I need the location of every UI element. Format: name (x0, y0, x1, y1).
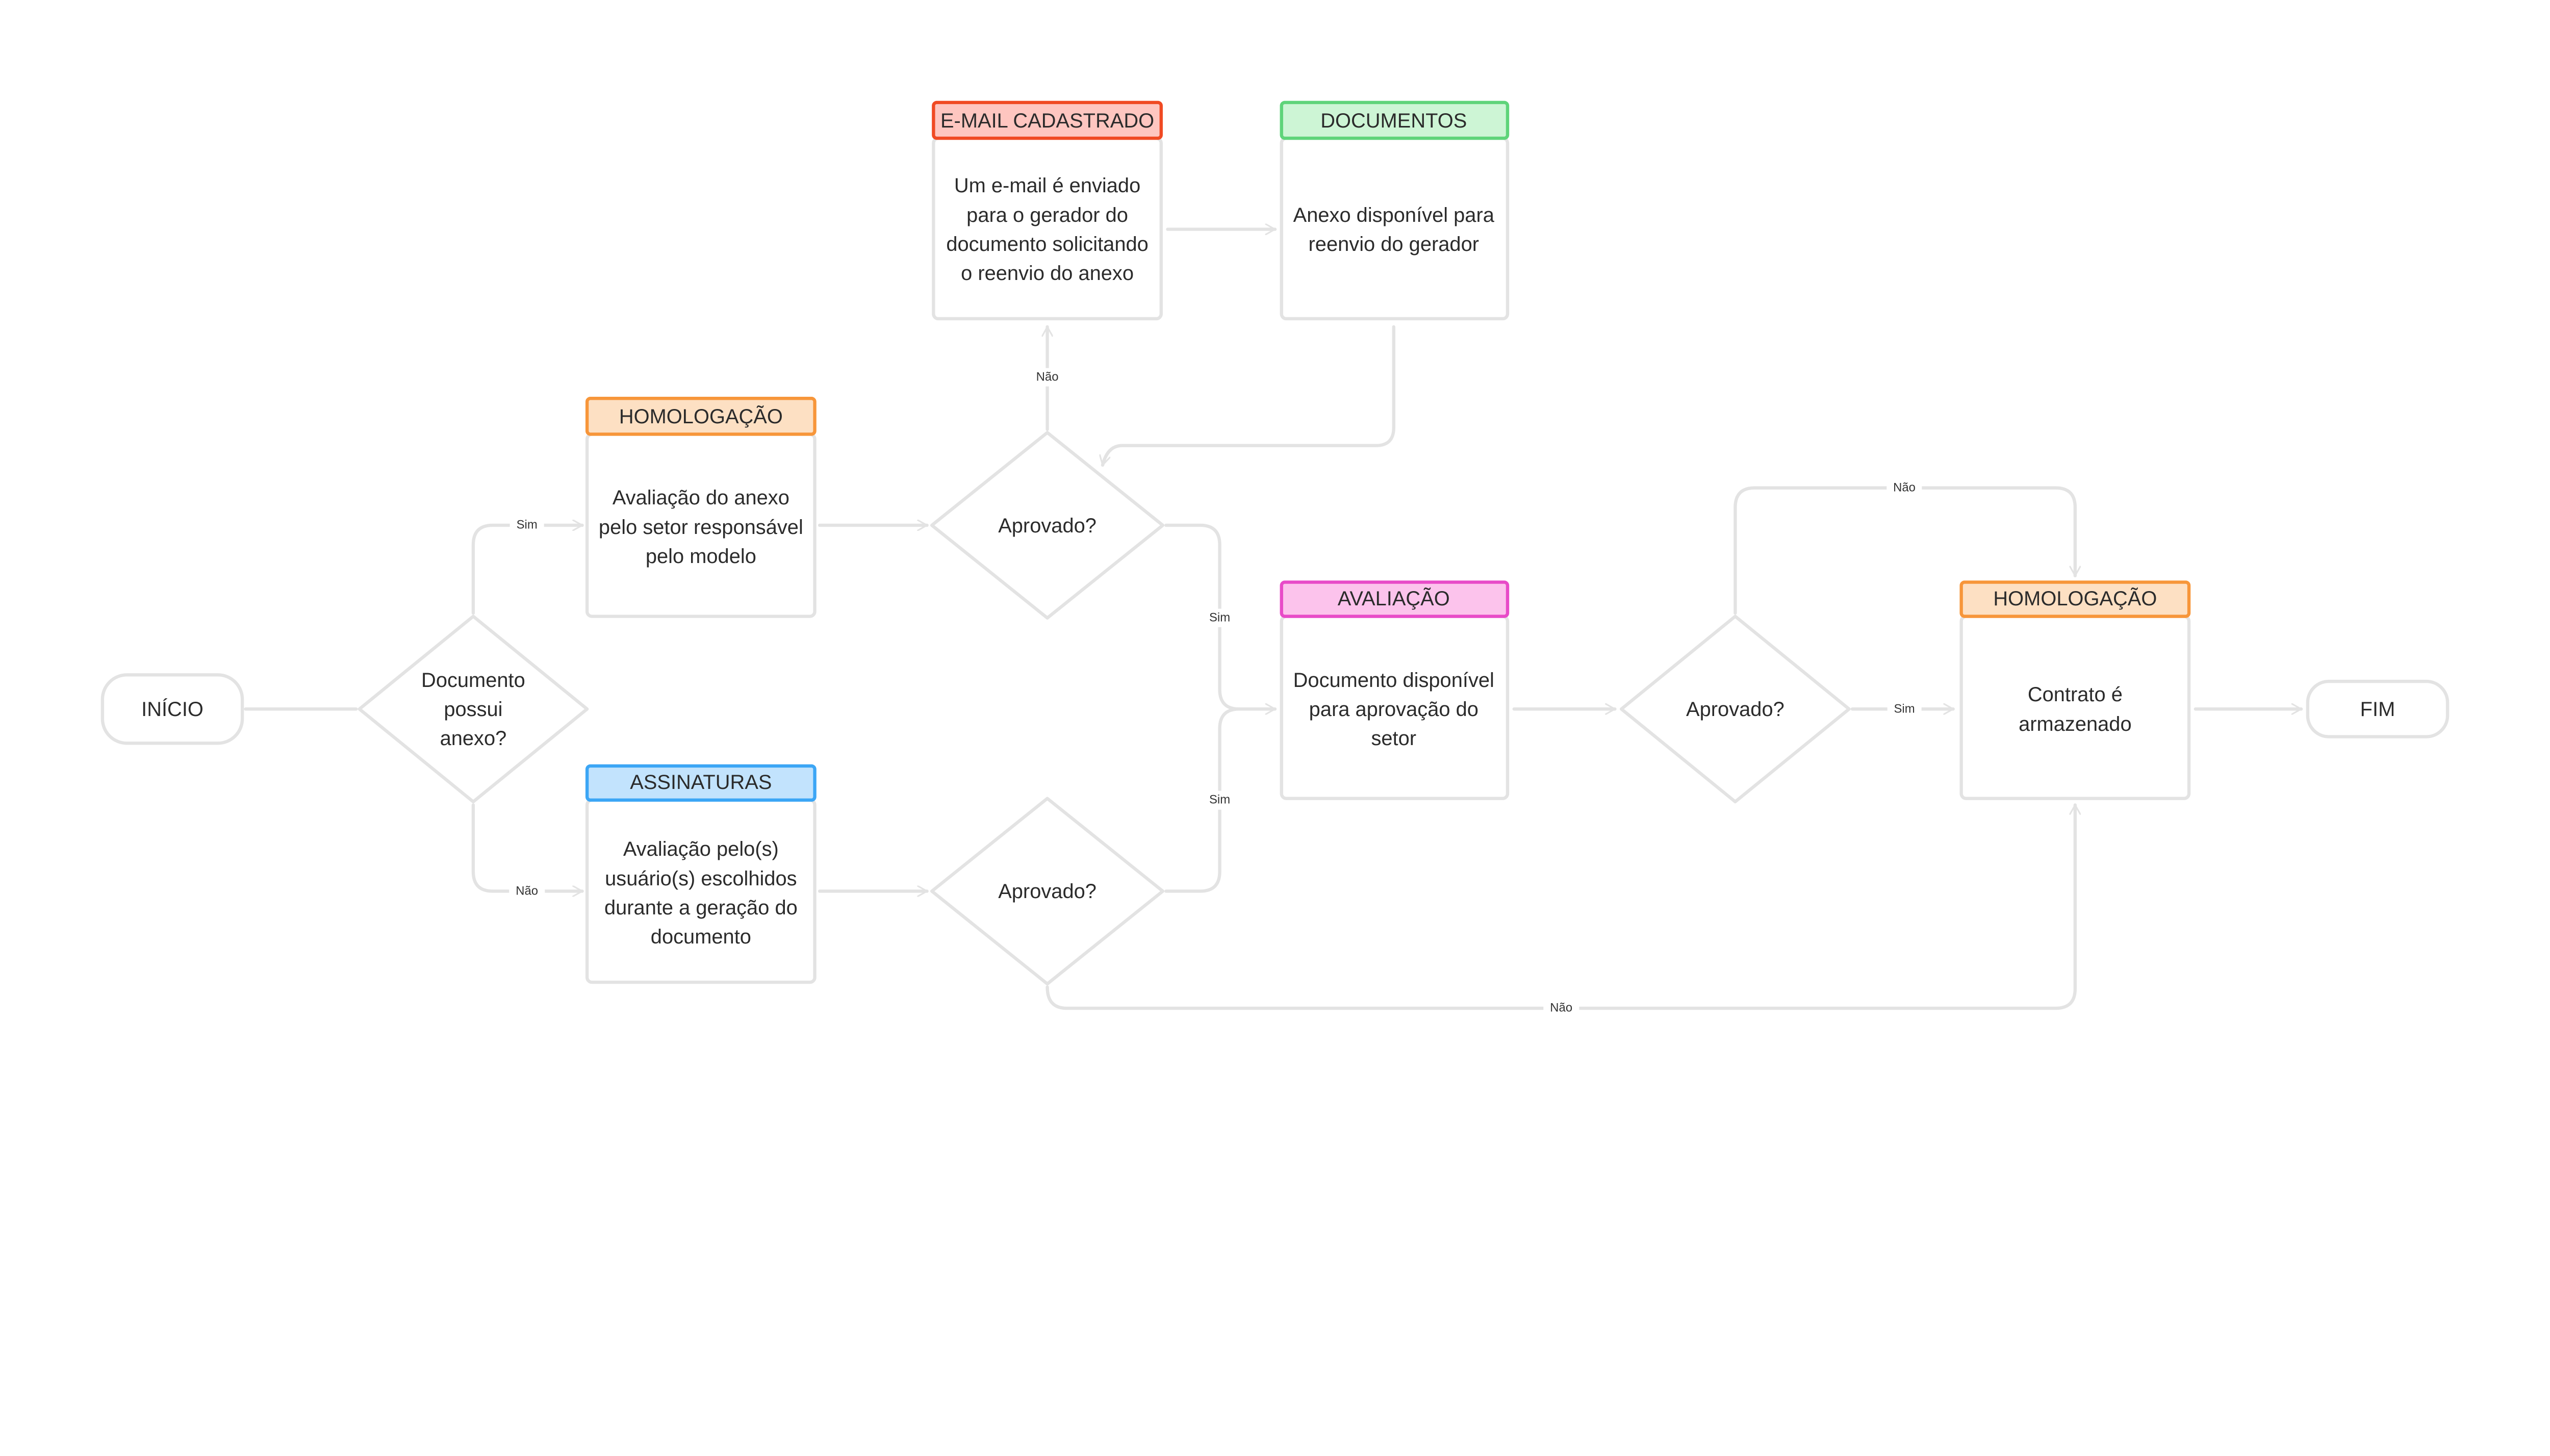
start-node[interactable] (100, 673, 244, 745)
process-documentos[interactable] (1280, 136, 1510, 321)
body-line: Documento disponível (1293, 669, 1494, 692)
edge-label-aprovado3-nao: Não (1886, 478, 1922, 497)
end-label: FIM (2360, 698, 2395, 721)
body-line: Anexo disponível para (1293, 203, 1494, 226)
header-label: ASSINATURAS (630, 771, 772, 794)
decision-text-line: anexo? (440, 727, 507, 750)
decision-documento-possui-anexo[interactable] (358, 615, 589, 804)
decision-text: Aprovado? (998, 514, 1096, 537)
header-label: E-MAIL CADASTRADO (940, 109, 1155, 132)
header-label: AVALIAÇÃO (1337, 587, 1450, 610)
body-line: para aprovação do (1309, 698, 1478, 721)
end-node[interactable] (2306, 679, 2450, 738)
body-line: Avaliação do anexo (612, 487, 789, 509)
header-label: HOMOLOGAÇÃO (1993, 587, 2157, 610)
process-assinaturas[interactable] (585, 798, 817, 984)
body-line: pelo setor responsável (598, 516, 803, 539)
edge-label-anexo-nao: Não (509, 882, 545, 901)
header-assinaturas (585, 764, 817, 802)
decision-text-line: possui (444, 698, 503, 721)
process-homologacao-2[interactable] (1959, 615, 2191, 800)
edge-anexo-sim (471, 525, 584, 615)
edge-label-aprovado3-sim: Sim (1887, 699, 1922, 719)
decision-text-line: Documento (421, 669, 525, 692)
body-line: setor (1371, 727, 1417, 750)
body-line: documento (650, 926, 751, 949)
edge-aprovado2-sim (1164, 707, 1241, 893)
body-line: Avaliação pelo(s) (623, 838, 779, 861)
body-line: pelo modelo (645, 545, 756, 568)
decision-aprovado-2[interactable] (930, 797, 1165, 986)
header-label: HOMOLOGAÇÃO (619, 405, 783, 428)
decision-aprovado-3[interactable] (1620, 615, 1851, 804)
flowchart-shapes (100, 100, 2450, 1010)
body-line: durante a geração do (604, 896, 798, 919)
body-line: Contrato é (2027, 683, 2123, 706)
header-homologacao (1959, 580, 2191, 618)
edge-label-aprovado2-nao: Não (1543, 999, 1579, 1018)
header-email (932, 100, 1163, 140)
body-line: o reenvio do anexo (961, 262, 1134, 285)
header-homologacao (585, 397, 817, 436)
body-line: para o gerador do (966, 203, 1128, 226)
decision-text: Aprovado? (998, 880, 1096, 903)
edge-anexo-nao (471, 803, 584, 891)
edge-aprovado2-nao (1046, 803, 2075, 1010)
body-line: armazenado (2019, 712, 2132, 735)
start-label: INÍCIO (141, 698, 203, 721)
edge-label-aprovado1-nao: Não (1029, 368, 1065, 387)
body-line: reenvio do gerador (1308, 233, 1480, 256)
edge-label-anexo-sim: Sim (509, 516, 544, 535)
edge-label-aprovado1-sim: Sim (1203, 608, 1237, 628)
header-label: DOCUMENTOS (1320, 109, 1467, 132)
edge-documentos-aprovado1 (1103, 325, 1395, 467)
decision-aprovado-1[interactable] (930, 431, 1165, 620)
body-line: usuário(s) escolhidos (605, 867, 797, 890)
body-line: documento solicitando (946, 233, 1149, 256)
decision-text: Aprovado? (1686, 698, 1784, 721)
flowchart: Sim Não Não Sim Sim Não Sim Não INÍCIO F… (100, 100, 2450, 1018)
body-line: Um e-mail é enviado (954, 174, 1141, 197)
edge-label-aprovado2-sim: Sim (1203, 790, 1237, 810)
header-documentos (1280, 100, 1510, 140)
header-avaliacao (1280, 580, 1510, 618)
process-email-cadastrado[interactable] (932, 136, 1163, 321)
